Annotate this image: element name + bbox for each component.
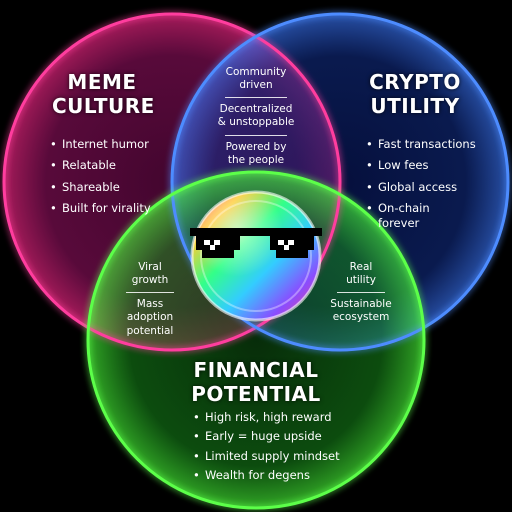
crypto-utility-ring (170, 12, 510, 352)
crypto-utility-list: •Fast transactions •Low fees •Global acc… (366, 137, 506, 237)
list-item: •High risk, high reward (193, 410, 332, 424)
meme-culture-title: MEME CULTURE (52, 70, 155, 118)
list-item: •Low fees (366, 158, 429, 173)
crypto-utility-title: CRYPTO UTILITY (369, 70, 461, 118)
divider (225, 134, 287, 136)
list-item: •Internet humor (50, 137, 149, 151)
divider (225, 97, 287, 99)
list-item: •Global access (366, 179, 458, 194)
divider (337, 292, 385, 294)
list-item: •Wealth for degens (193, 468, 310, 483)
pixel-sunglasses-icon (190, 228, 322, 258)
meme-culture-ring (2, 12, 342, 352)
financial-potential-title: FINANCIAL POTENTIAL (191, 358, 321, 406)
meme-culture-list: •Internet humor •Relatable •Shareable •B… (50, 137, 200, 223)
list-item: •Fast transactions (366, 137, 476, 151)
financial-potential-circle (88, 172, 424, 508)
list-item: forever (378, 215, 420, 230)
financial-potential-list: •High risk, high reward •Early = huge up… (193, 410, 363, 488)
rainbow-coin-icon (190, 190, 322, 322)
overlap-crypto-financial: Real utility Sustainable ecosystem (330, 261, 392, 324)
list-item: •Early = huge upside (193, 429, 322, 444)
divider (126, 292, 174, 294)
list-item: •Built for virality (50, 201, 151, 216)
overlap-meme-financial: Viral growth Mass adoption potential (126, 261, 174, 337)
list-item: •Relatable (50, 158, 116, 173)
list-item: •Limited supply mindset (193, 448, 340, 463)
financial-potential-ring (86, 170, 426, 510)
list-item: •On-chain (366, 201, 430, 216)
overlap-meme-crypto: Community driven Decentralized & unstopp… (217, 66, 295, 166)
list-item: •Shareable (50, 179, 120, 194)
